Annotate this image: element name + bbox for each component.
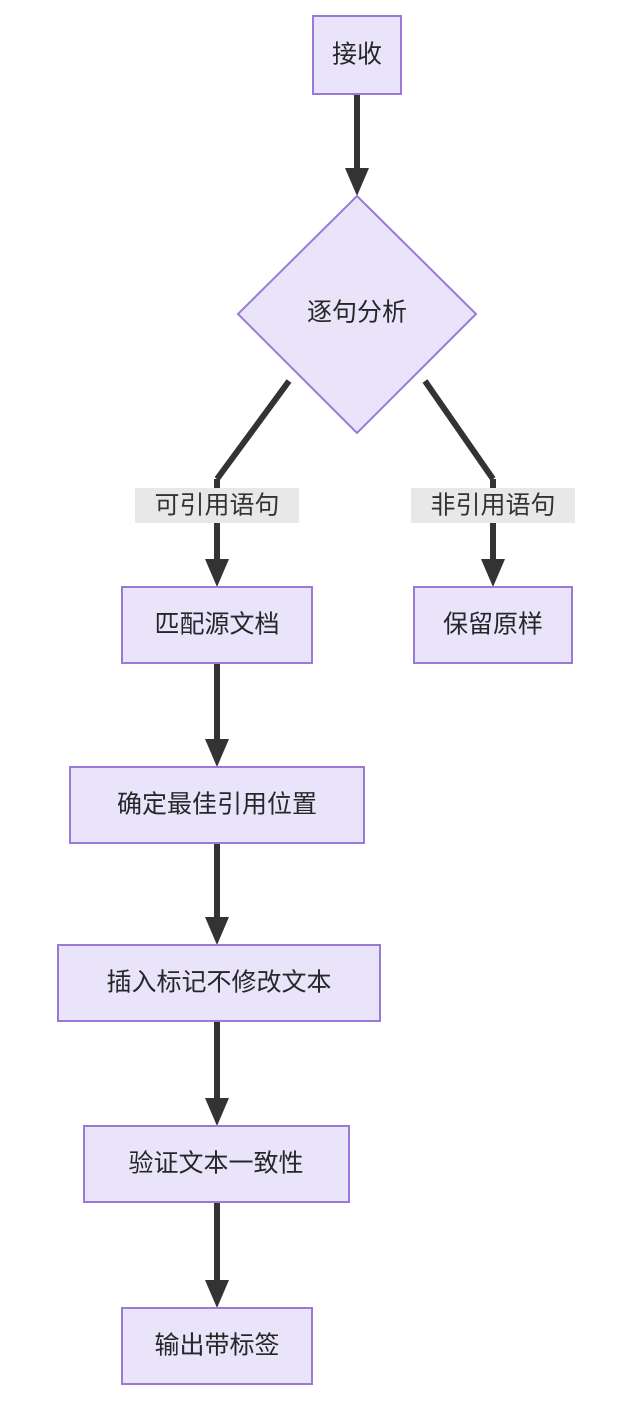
edge-line-diagonal	[422, 379, 496, 481]
edge-label-quotable: 可引用语句	[135, 488, 299, 523]
node-keep-original[interactable]: 保留原样	[413, 586, 573, 664]
arrowhead-icon	[205, 559, 229, 587]
edge-label-background	[135, 488, 299, 523]
arrowhead-icon	[205, 917, 229, 945]
edge-label-non-quotable: 非引用语句	[411, 488, 575, 523]
node-shape-rectangle	[413, 586, 573, 664]
arrowhead-icon	[481, 559, 505, 587]
edge-analyze-to-match-source	[205, 379, 292, 587]
node-verify-text[interactable]: 验证文本一致性	[83, 1125, 350, 1203]
node-shape-rectangle	[312, 15, 402, 95]
edge-label-text: 非引用语句	[430, 492, 555, 520]
edge-label-background	[411, 488, 575, 523]
node-analyze[interactable]: 逐句分析	[236, 194, 478, 435]
node-insert-mark[interactable]: 插入标记不修改文本	[57, 944, 381, 1022]
node-shape-rectangle	[69, 766, 365, 844]
edge-analyze-to-keep-original	[422, 379, 505, 587]
node-match-source[interactable]: 匹配源文档	[121, 586, 313, 664]
arrowhead-icon	[205, 1280, 229, 1308]
node-label: 输出带标签	[154, 1332, 279, 1360]
node-label: 插入标记不修改文本	[106, 969, 331, 997]
arrowhead-icon	[205, 739, 229, 767]
node-shape-rectangle	[121, 586, 313, 664]
node-best-position[interactable]: 确定最佳引用位置	[69, 766, 365, 844]
edge-line-diagonal	[214, 379, 292, 481]
node-label: 验证文本一致性	[128, 1150, 303, 1178]
node-label: 确定最佳引用位置	[117, 791, 317, 819]
node-label: 匹配源文档	[154, 611, 279, 639]
node-receive[interactable]: 接收	[312, 15, 402, 95]
node-shape-rectangle	[57, 944, 381, 1022]
edge-verify-text-to-output-tagged	[205, 1202, 229, 1308]
node-shape-rectangle	[121, 1307, 313, 1385]
node-label: 逐句分析	[307, 299, 407, 327]
edge-best-position-to-insert-mark	[205, 843, 229, 945]
edge-receive-to-analyze	[345, 94, 369, 196]
edge-label-text: 可引用语句	[154, 492, 279, 520]
node-output-tagged[interactable]: 输出带标签	[121, 1307, 313, 1385]
edge-match-source-to-best-position	[205, 663, 229, 767]
node-label: 保留原样	[443, 611, 543, 639]
node-shape-diamond	[236, 194, 478, 435]
node-label: 接收	[332, 41, 382, 69]
arrowhead-icon	[345, 168, 369, 196]
arrowhead-icon	[205, 1098, 229, 1126]
edge-insert-mark-to-verify-text	[205, 1021, 229, 1126]
node-shape-rectangle	[83, 1125, 350, 1203]
